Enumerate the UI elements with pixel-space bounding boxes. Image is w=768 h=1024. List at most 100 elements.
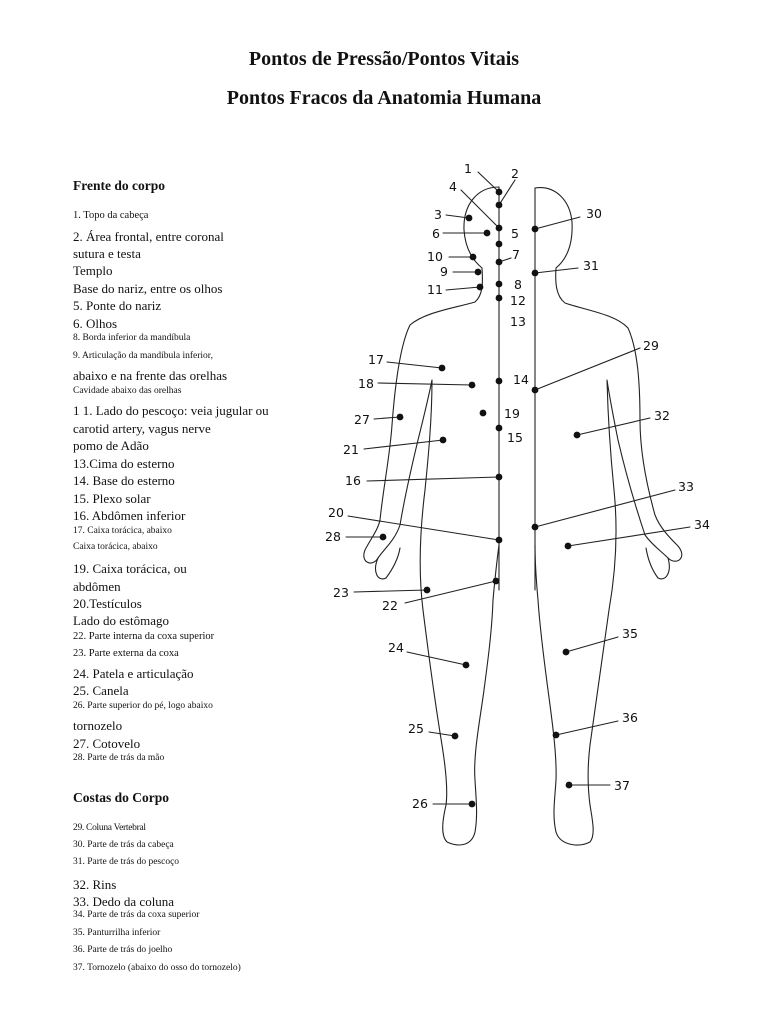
leader-line xyxy=(445,214,470,219)
list-item: 8. Borda inferior da mandíbula xyxy=(73,333,191,343)
point-number: 31 xyxy=(583,258,599,273)
list-item: Caixa torácica, abaixo xyxy=(73,542,158,552)
point-marker xyxy=(492,577,500,585)
point-number: 3 xyxy=(434,207,442,222)
point-marker xyxy=(468,800,476,808)
point-number: 25 xyxy=(408,721,424,736)
back-heading: Costas do Corpo xyxy=(73,790,170,805)
point-marker xyxy=(438,364,446,372)
point-marker xyxy=(495,224,503,232)
list-item: 1. Topo da cabeça xyxy=(73,210,149,221)
leader-line xyxy=(366,476,500,482)
point-marker xyxy=(495,294,503,302)
point-marker xyxy=(495,188,503,196)
list-item: 5. Ponte do nariz xyxy=(73,298,162,313)
leader-line xyxy=(567,526,691,547)
title-line-1: Pontos de Pressão/Pontos Vitais xyxy=(248,48,520,70)
list-item: 25. Canela xyxy=(73,683,129,698)
list-item: 16. Abdômen inferior xyxy=(73,508,186,523)
list-item: 14. Base do esterno xyxy=(73,473,175,488)
point-marker xyxy=(531,269,539,277)
list-item: 32. Rins xyxy=(73,877,117,892)
leader-line xyxy=(460,189,500,229)
point-numbers: 1 2 3 4 5 6 7 8 9 10 11 12 13 14 15 16 1… xyxy=(325,161,710,811)
point-marker xyxy=(495,280,503,288)
point-number: 11 xyxy=(427,282,443,297)
list-item: 36. Parte de trás do joelho xyxy=(73,945,173,955)
point-number: 37 xyxy=(614,778,630,793)
point-number: 10 xyxy=(427,249,443,264)
list-item: Lado do estômago xyxy=(73,613,170,628)
list-item: 15. Plexo solar xyxy=(73,491,151,506)
list-item: 27. Cotovelo xyxy=(73,736,141,751)
leader-line xyxy=(565,636,619,653)
list-item: 9. Articulação da mandíbula inferior, xyxy=(73,351,213,361)
point-number: 16 xyxy=(345,473,361,488)
point-number: 34 xyxy=(694,517,710,532)
list-item: 2. Área frontal, entre coronal xyxy=(73,229,224,244)
leader-line xyxy=(445,286,481,291)
point-number: 27 xyxy=(354,412,370,427)
title-line-2: Pontos Fracos da Anatomia Humana xyxy=(226,87,542,109)
leader-line xyxy=(347,515,500,541)
list-item: abdômen xyxy=(73,579,121,594)
point-marker xyxy=(531,386,539,394)
list-item: 26. Parte superior do pé, logo abaixo xyxy=(73,701,213,711)
point-marker xyxy=(439,436,447,444)
list-item: 31. Parte de trás do pescoço xyxy=(73,857,180,867)
point-number: 32 xyxy=(654,408,670,423)
leader-line xyxy=(534,347,641,391)
front-hand-outline xyxy=(375,547,401,580)
list-item: 6. Olhos xyxy=(73,316,118,331)
point-marker xyxy=(476,283,484,291)
point-number: 7 xyxy=(512,247,520,262)
list-item: pomo de Adão xyxy=(73,438,149,453)
point-number: 9 xyxy=(440,264,448,279)
point-number: 36 xyxy=(622,710,638,725)
leader-line xyxy=(477,171,500,193)
point-marker xyxy=(423,586,431,594)
list-item: 35. Panturrilha inferior xyxy=(73,928,161,938)
list-item: 22. Parte interna da coxa superior xyxy=(73,631,215,642)
point-marker xyxy=(495,424,503,432)
point-number: 26 xyxy=(412,796,428,811)
point-number: 8 xyxy=(514,277,522,292)
point-marker xyxy=(573,431,581,439)
list-item: 17. Caixa torácica, abaixo xyxy=(73,526,172,536)
list-item: carotid artery, vagus nerve xyxy=(73,421,211,436)
point-number: 24 xyxy=(388,640,404,655)
list-item: sutura e testa xyxy=(73,246,141,261)
leader-line xyxy=(404,580,497,604)
point-marker xyxy=(479,409,487,417)
point-marker xyxy=(483,229,491,237)
point-number: 14 xyxy=(513,372,529,387)
leader-line xyxy=(428,731,456,737)
point-marker xyxy=(462,661,470,669)
point-number: 5 xyxy=(511,226,519,241)
list-item: 23. Parte externa da coxa xyxy=(73,648,179,659)
point-marker xyxy=(396,413,404,421)
point-marker xyxy=(379,533,387,541)
list-item: tornozelo xyxy=(73,718,123,733)
list-item: Cavidade abaixo das orelhas xyxy=(73,386,182,396)
point-number: 33 xyxy=(678,479,694,494)
list-item: Templo xyxy=(73,263,113,278)
point-marker xyxy=(495,258,503,266)
list-item: 33. Dedo da coluna xyxy=(73,894,175,909)
point-marker xyxy=(451,732,459,740)
point-marker xyxy=(495,240,503,248)
front-heading: Frente do corpo xyxy=(73,178,165,193)
leader-line xyxy=(377,382,473,386)
point-number: 28 xyxy=(325,529,341,544)
point-marker xyxy=(474,268,482,276)
leader-line xyxy=(363,439,444,450)
point-marker xyxy=(564,542,572,550)
list-item: 29. Coluna Vertebral xyxy=(73,823,146,833)
point-marker xyxy=(465,214,473,222)
point-marker xyxy=(552,731,560,739)
leader-line xyxy=(534,489,676,528)
point-number: 35 xyxy=(622,626,638,641)
point-marker xyxy=(495,377,503,385)
list-item: 20.Testículos xyxy=(73,596,142,611)
